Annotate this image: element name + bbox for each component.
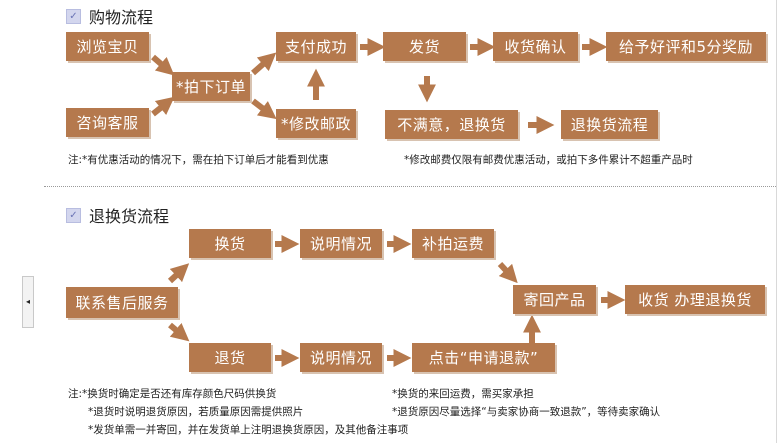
section-divider [44, 186, 776, 187]
shopping-note-1: *有优惠活动的情况下，需在拍下订单后才能看到优惠 [82, 154, 329, 166]
box-pay-success: 支付成功 [276, 32, 356, 61]
arrow-order-to-pay [251, 52, 277, 76]
box-unsatisfied: 不满意，退换货 [385, 110, 518, 139]
arrow-order-to-modify [251, 98, 277, 120]
box-refund: 退货 [189, 343, 271, 372]
note-prefix: 注: [68, 388, 83, 400]
box-return-process: 退换货流程 [561, 110, 658, 139]
side-collapse-tab[interactable]: ◂ [22, 276, 34, 328]
arrow-consult-to-order [151, 96, 175, 117]
shopping-note-2: *修改邮费仅限有邮费优惠活动，或拍下多件累计不超重产品时 [404, 154, 693, 166]
box-click-refund: 点击“申请退款” [412, 343, 555, 372]
return-note-2: *换货的来回运费，需买家承担 [392, 388, 534, 400]
box-explain-2: 说明情况 [300, 343, 382, 372]
box-explain-1: 说明情况 [300, 229, 382, 258]
note-prefix: 注: [68, 154, 83, 166]
return-note-1: *换货时确定是否还有库存颜色尺码供换货 [82, 388, 277, 400]
arrow-browse-to-order [151, 54, 175, 76]
box-receive-confirm: 收货确认 [493, 32, 578, 61]
arrow-shipping-to-sendback [497, 261, 518, 284]
return-note-5: *发货单需一并寄回，并在发货单上注明退换货原因，及其他备注事项 [88, 424, 409, 436]
shopping-section-header: ✓ 购物流程 [66, 4, 153, 28]
box-consult: 咨询客服 [66, 108, 149, 137]
return-notes-row-1: 注:*换货时确定是否还有库存颜色尺码供换货 [68, 386, 276, 401]
return-note-3: *退货时说明退货原因，若质量原因需提供照片 [88, 406, 304, 418]
box-exchange: 换货 [189, 229, 271, 258]
box-contact-service: 联系售后服务 [66, 287, 178, 318]
box-ship: 发货 [383, 32, 466, 61]
box-send-back: 寄回产品 [513, 285, 596, 314]
arrow-contact-to-refund [168, 322, 190, 342]
return-note-4: *退货原因尽量选择“与卖家协商一致退款”，等待卖家确认 [392, 406, 661, 418]
right-border [776, 0, 777, 443]
box-extra-shipping: 补拍运费 [412, 229, 494, 258]
box-modify-postage: *修改邮政 [276, 109, 356, 138]
shopping-notes: 注:*有优惠活动的情况下，需在拍下订单后才能看到优惠 [68, 152, 329, 167]
returns-section-header: ✓ 退换货流程 [66, 203, 169, 227]
check-icon: ✓ [66, 207, 81, 223]
caret-left-icon: ◂ [25, 297, 30, 306]
check-icon: ✓ [66, 8, 81, 24]
box-browse: 浏览宝贝 [66, 32, 149, 61]
box-place-order: *拍下订单 [172, 72, 250, 101]
returns-section-title: 退换货流程 [89, 207, 170, 226]
arrow-contact-to-exchange [167, 263, 190, 284]
shopping-section-title: 购物流程 [89, 8, 154, 27]
box-rate: 给予好评和5分奖励 [606, 32, 766, 61]
box-receive-handle: 收货 办理退换货 [625, 285, 765, 314]
